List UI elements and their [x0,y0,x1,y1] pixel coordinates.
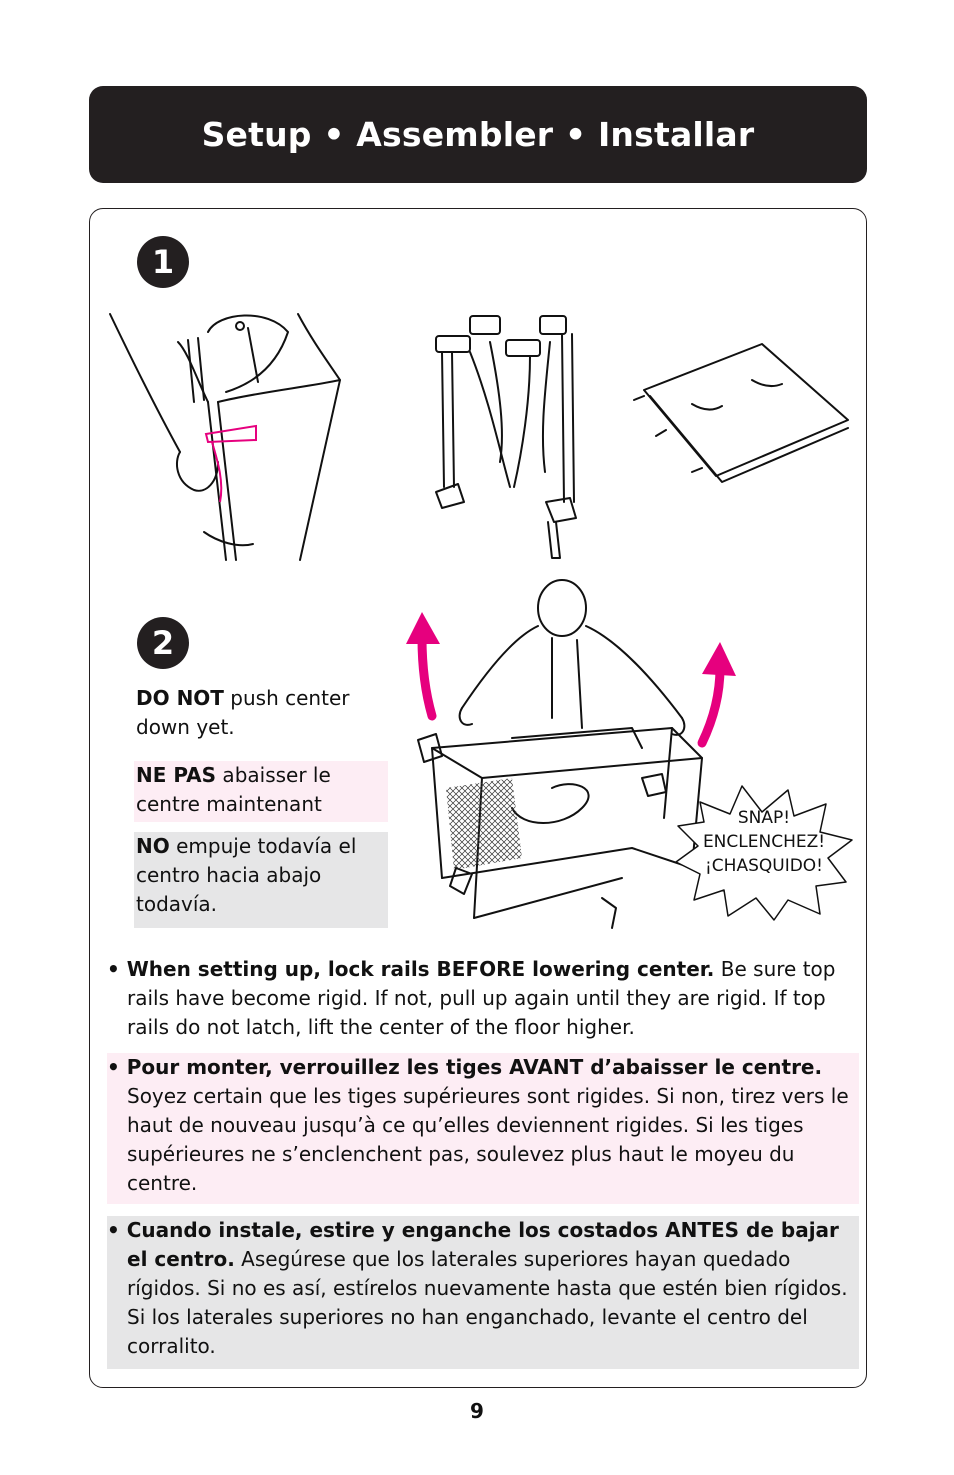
mattress-pad-illustration [633,343,849,483]
instruction-panel [89,208,867,1388]
page-header: Setup • Assembler • Installar [89,86,867,183]
snap-callout-text: SNAP! ENCLENCHEZ! ¡CHASQUIDO! [689,806,839,878]
remove-from-bag-illustration [109,313,341,561]
step-1-badge: 1 [137,236,189,288]
snap-starburst [675,785,853,921]
note-fr-text: abaisser le centre maintenant [136,763,331,816]
snap-line-fr: ENCLENCHEZ! [702,832,826,852]
note-es-text: empuje todavía el centro hacia abajo tod… [136,834,357,916]
page-title: Setup • Assembler • Installar [201,115,755,154]
lock-rails-illustration [406,579,736,929]
folded-frame-illustration [435,315,577,559]
note-fr-strong: NE PAS [136,763,217,787]
note-en-strong: DO NOT [136,686,224,710]
snap-line-en: SNAP! [737,808,791,828]
instruction-en: • When setting up, lock rails BEFORE low… [107,955,859,1042]
step-2-note-es: NO empuje todavía el centro hacia abajo … [134,832,388,928]
note-es-strong: NO [136,834,170,858]
instruction-fr-lead: • Pour monter, verrouillez les tiges AVA… [107,1055,823,1079]
instruction-es: • Cuando instale, estire y enganche los … [107,1216,859,1369]
step-2-note-en: DO NOT push center down yet. [134,684,388,742]
instruction-en-lead: • When setting up, lock rails BEFORE low… [107,957,715,981]
instruction-en-text: Be sure top rails have become rigid. If … [127,957,836,1039]
instruction-es-text: Asegúrese que los laterales superiores h… [127,1247,848,1358]
snap-line-es: ¡CHASQUIDO! [704,856,823,876]
step-2-note-fr: NE PAS abaisser le centre maintenant [134,761,388,822]
instruction-fr-text: Soyez certain que les tiges supérieures … [127,1084,849,1195]
step-2-badge: 2 [137,617,189,669]
page-number: 9 [470,1399,484,1423]
note-en-text: push center down yet. [136,686,350,739]
instruction-es-lead: • Cuando instale, estire y enganche los … [107,1218,839,1271]
instruction-fr: • Pour monter, verrouillez les tiges AVA… [107,1053,859,1204]
